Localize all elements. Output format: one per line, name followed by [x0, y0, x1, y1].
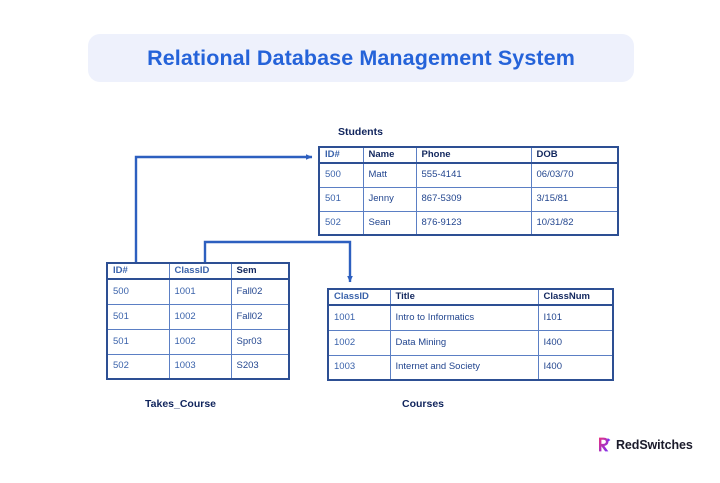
cell-classnum: I400 [537, 329, 614, 356]
cell-sem: Spr03 [230, 328, 290, 355]
cell-id: 502 [106, 353, 170, 380]
cell-id: 500 [318, 162, 364, 188]
table-row: 501 Jenny 867-5309 3/15/81 [318, 186, 619, 212]
cell-dob: 3/15/81 [530, 186, 619, 212]
table-row: 501 1002 Fall02 [106, 303, 290, 330]
cell-id: 501 [106, 303, 170, 330]
column-header-dob: DOB [530, 146, 619, 165]
table-label-takes-course: Takes_Course [145, 398, 217, 410]
table-header-row: ClassID Title ClassNum [327, 288, 614, 307]
column-header-title: Title [389, 288, 539, 307]
cell-classid: 1001 [327, 304, 391, 331]
table-row: 500 Matt 555-4141 06/03/70 [318, 162, 619, 188]
table-takes-course: ID# ClassID Sem 500 1001 Fall02 501 1002… [106, 262, 290, 381]
redswitches-logo-text: RedSwitches [616, 437, 693, 452]
table-row: 502 1003 S203 [106, 353, 290, 380]
cell-classnum: I101 [537, 304, 614, 331]
cell-phone: 876-9123 [415, 210, 532, 236]
cell-classid: 1003 [327, 354, 391, 381]
cell-sem: Fall02 [230, 278, 290, 305]
cell-dob: 06/03/70 [530, 162, 619, 188]
cell-id: 501 [106, 328, 170, 355]
cell-phone: 555-4141 [415, 162, 532, 188]
cell-classid: 1002 [168, 328, 232, 355]
cell-sem: S203 [230, 353, 290, 380]
column-header-id: ID# [318, 146, 364, 165]
column-header-classid: ClassID [168, 262, 232, 281]
table-label-students: Students [338, 126, 383, 138]
cell-title: Internet and Society [389, 354, 539, 381]
table-row: 500 1001 Fall02 [106, 278, 290, 305]
cell-name: Sean [362, 210, 417, 236]
table-row: 502 Sean 876-9123 10/31/82 [318, 210, 619, 236]
title-banner: Relational Database Management System [88, 34, 634, 82]
connector-takescourse-id-to-students-id [134, 154, 313, 268]
column-header-name: Name [362, 146, 417, 165]
cell-title: Intro to Informatics [389, 304, 539, 331]
cell-dob: 10/31/82 [530, 210, 619, 236]
cell-title: Data Mining [389, 329, 539, 356]
cell-id: 501 [318, 186, 364, 212]
table-row: 1003 Internet and Society I400 [327, 354, 614, 381]
page-title: Relational Database Management System [147, 45, 575, 70]
cell-classid: 1002 [327, 329, 391, 356]
cell-name: Jenny [362, 186, 417, 212]
cell-id: 502 [318, 210, 364, 236]
table-students: ID# Name Phone DOB 500 Matt 555-4141 06/… [318, 146, 619, 237]
table-courses: ClassID Title ClassNum 1001 Intro to Inf… [327, 288, 614, 382]
cell-classid: 1002 [168, 303, 232, 330]
redswitches-logo-mark [599, 437, 611, 452]
table-row: 501 1002 Spr03 [106, 328, 290, 355]
cell-id: 500 [106, 278, 170, 305]
table-row: 1001 Intro to Informatics I101 [327, 304, 614, 331]
column-header-id: ID# [106, 262, 170, 281]
cell-phone: 867-5309 [415, 186, 532, 212]
column-header-classnum: ClassNum [537, 288, 614, 307]
table-header-row: ID# Name Phone DOB [318, 146, 619, 165]
table-label-courses: Courses [402, 398, 445, 410]
cell-classid: 1001 [168, 278, 232, 305]
cell-classnum: I400 [537, 354, 614, 381]
table-row: 1002 Data Mining I400 [327, 329, 614, 356]
column-header-sem: Sem [230, 262, 290, 281]
table-header-row: ID# ClassID Sem [106, 262, 290, 281]
column-header-classid: ClassID [327, 288, 391, 307]
cell-classid: 1003 [168, 353, 232, 380]
cell-sem: Fall02 [230, 303, 290, 330]
column-header-phone: Phone [415, 146, 532, 165]
cell-name: Matt [362, 162, 417, 188]
redswitches-logo: RedSwitches [598, 437, 693, 452]
